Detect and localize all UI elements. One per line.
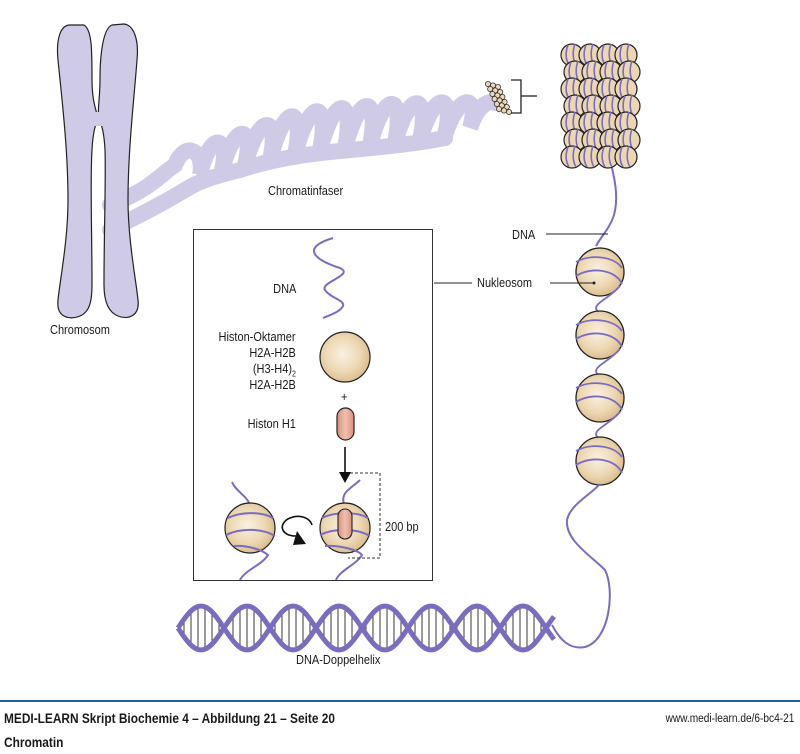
figure-url: www.medi-learn.de/6-bc4-21	[665, 713, 794, 725]
nucleosome-chain	[575, 247, 625, 486]
h3-h4-text: (H3-H4)	[252, 362, 293, 376]
mini-nucleosome	[493, 101, 500, 108]
label-nucleosome: Nukleosom	[477, 276, 533, 290]
mini-nucleosome	[489, 91, 496, 98]
mini-nucleosome	[491, 96, 498, 103]
dna-linker-strand	[595, 167, 618, 247]
figure-title: MEDI-LEARN Skript Biochemie 4 – Abbildun…	[4, 711, 335, 726]
mini-nucleosome	[487, 86, 494, 93]
inset-dna-wave	[313, 237, 345, 319]
mini-nucleosome	[500, 107, 507, 114]
length-bracket-dashed	[348, 472, 381, 559]
inset-histone-octamer	[319, 331, 371, 383]
linker-dna	[595, 348, 621, 376]
inset-label-plus: +	[341, 390, 348, 404]
inset-panel	[193, 229, 433, 581]
solenoid-fiber-large	[560, 43, 641, 169]
solenoid-cluster-small	[484, 81, 512, 116]
diagram-canvas	[56, 23, 641, 653]
inset-nucleosome-left	[224, 481, 276, 581]
fiber-nucleosome	[560, 145, 584, 169]
fiber-nucleosome	[596, 145, 620, 169]
label-chromosome: Chromosom	[50, 323, 110, 337]
mini-nucleosome	[495, 106, 502, 113]
inset-label-h2a-h2b-1: H2A-H2B	[249, 346, 296, 360]
label-dna: DNA	[512, 228, 536, 242]
figure-subtitle: Chromatin	[4, 735, 64, 750]
chromosome-left-arm	[56, 24, 99, 319]
inset-label-200bp: 200 bp	[385, 520, 419, 534]
inset-label-dna: DNA	[272, 282, 296, 296]
inset-label-h3-h4: (H3-H4)2	[253, 362, 296, 379]
helix-strand-1	[175, 603, 556, 653]
h3-h4-subscript: 2	[292, 369, 296, 379]
helix-strand-2	[175, 603, 556, 653]
label-chromatin-fiber: Chromatinfaser	[268, 184, 344, 198]
footer-divider	[0, 700, 800, 702]
inset-label-octamer: Histon-Oktamer	[218, 330, 296, 344]
dna-double-helix	[175, 603, 556, 653]
fiber-nucleosome	[617, 94, 641, 118]
nucleosome	[575, 247, 625, 297]
fiber-nucleosome	[617, 128, 641, 152]
label-double-helix: DNA-Doppelhelix	[296, 653, 381, 667]
inset-arrow-head	[339, 472, 351, 483]
nucleosome	[575, 373, 625, 423]
inset-histone-h1	[336, 407, 355, 441]
rotation-arrow-icon	[281, 515, 313, 545]
mini-nucleosome	[484, 81, 491, 88]
inset-label-histone-h1: Histon H1	[247, 417, 296, 431]
nucleosome	[575, 310, 625, 360]
dna-tail-strand	[551, 483, 611, 649]
linker-dna	[595, 285, 621, 313]
bracket	[511, 79, 537, 114]
inset-label-h2a-h2b-2: H2A-H2B	[249, 378, 296, 392]
chromosome	[56, 23, 139, 319]
inset-nucleosome-right	[319, 479, 371, 581]
chromosome-right-arm	[97, 23, 139, 319]
nucleosome	[575, 436, 625, 486]
chromatin-diagram: Chromosom Chromatinfaser DNA Nukleosom D…	[50, 23, 641, 667]
mini-nucleosome	[505, 109, 512, 116]
linker-dna	[595, 411, 621, 439]
chromatin-fiber-coil	[102, 94, 503, 238]
fiber-nucleosome	[614, 145, 638, 169]
